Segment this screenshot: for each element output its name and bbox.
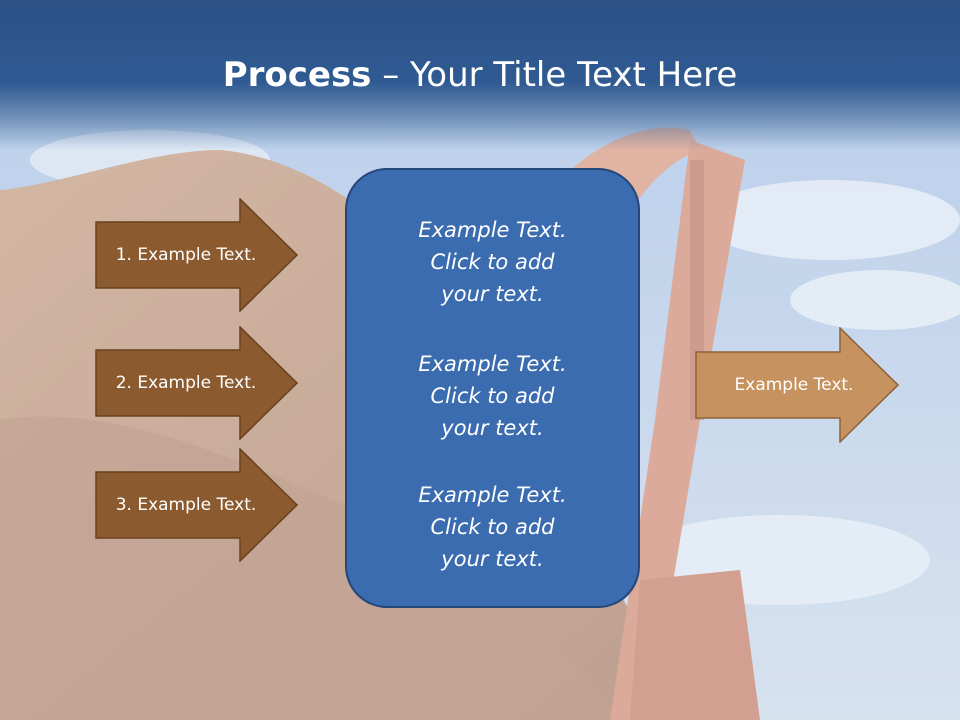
step-arrow-2[interactable]: 2. Example Text. (95, 326, 298, 440)
paragraph-line: your text. (441, 282, 544, 306)
step-arrow-1[interactable]: 1. Example Text. (95, 198, 298, 312)
title-bar (0, 0, 960, 150)
result-arrow[interactable]: Example Text. (695, 327, 899, 443)
center-paragraph-2: Example Text. Click to add your text. (347, 348, 638, 444)
title-bold: Process (222, 55, 372, 95)
center-text-box[interactable]: Example Text. Click to add your text. Ex… (345, 168, 640, 608)
result-label: Example Text. (734, 375, 854, 395)
arrow-right-icon (95, 198, 298, 312)
step-label-2: 2. Example Text. (115, 373, 257, 393)
paragraph-line: Click to add (430, 515, 555, 539)
step-label-3: 3. Example Text. (115, 495, 257, 515)
step-arrow-3[interactable]: 3. Example Text. (95, 448, 298, 562)
paragraph-line: Example Text. (418, 218, 567, 242)
center-paragraph-1: Example Text. Click to add your text. (347, 214, 638, 310)
arrow-right-icon (95, 448, 298, 562)
arrow-right-icon (695, 327, 899, 443)
paragraph-line: Click to add (430, 250, 555, 274)
step-label-1: 1. Example Text. (115, 245, 257, 265)
center-paragraph-3: Example Text. Click to add your text. (347, 479, 638, 575)
title-rest: – Your Title Text Here (371, 55, 738, 95)
paragraph-line: your text. (441, 547, 544, 571)
paragraph-line: your text. (441, 416, 544, 440)
paragraph-line: Click to add (430, 384, 555, 408)
arrow-right-icon (95, 326, 298, 440)
paragraph-line: Example Text. (418, 352, 567, 376)
paragraph-line: Example Text. (418, 483, 567, 507)
slide-title[interactable]: Process – Your Title Text Here (0, 52, 960, 98)
